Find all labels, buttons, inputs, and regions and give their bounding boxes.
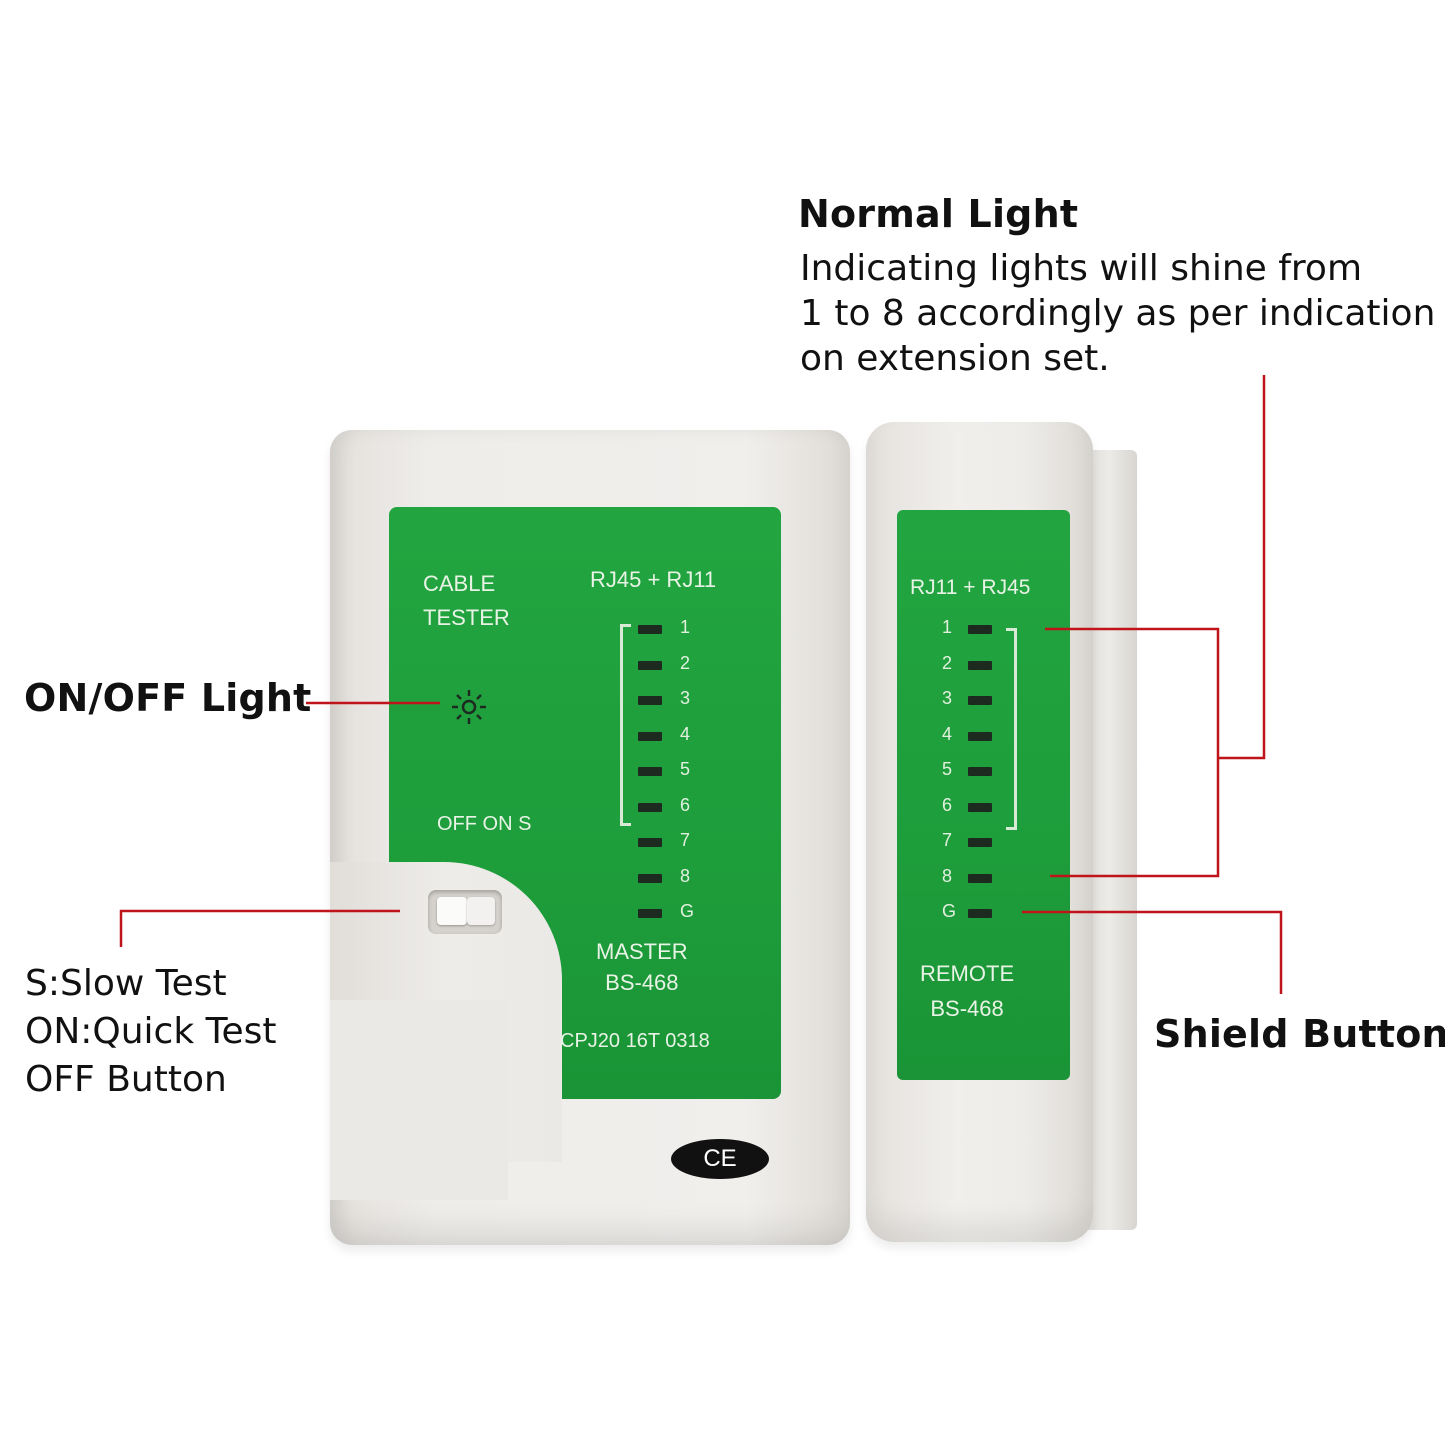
- switch-positions-label: OFF ON S: [437, 813, 532, 835]
- remote-led-G: [968, 909, 992, 918]
- remote-led-1: [968, 625, 992, 634]
- remote-led-label: 1: [942, 617, 953, 637]
- shield-button-pointer: [1022, 910, 1283, 994]
- master-led-label: 6: [680, 794, 691, 815]
- master-led-3: [638, 696, 662, 705]
- normal-light-bracket-line: [1045, 627, 1220, 878]
- remote-led-label: 4: [942, 723, 953, 744]
- switch-pointer: [119, 909, 400, 947]
- master-led-2: [638, 660, 662, 670]
- remote-model-line: BS-468: [930, 996, 1004, 1021]
- remote-led-label: 5: [942, 759, 953, 779]
- master-recess-fill: [330, 1000, 508, 1200]
- master-model-line: BS-468: [605, 970, 679, 995]
- remote-led-label: G: [942, 901, 957, 921]
- remote-led-2: [968, 660, 992, 670]
- remote-led-8: [968, 873, 992, 883]
- tester-label-line: TESTER: [423, 605, 510, 630]
- normal-light-description: Indicating lights will shine from 1 to 8…: [800, 246, 1435, 381]
- master-led-1: [638, 625, 662, 634]
- remote-port-label: RJ11 + RJ45: [910, 576, 1031, 599]
- remote-led-label: 3: [942, 688, 953, 708]
- master-led-label: 1: [680, 617, 691, 637]
- master-led-G: [638, 909, 662, 918]
- master-led-label: 7: [680, 830, 691, 850]
- master-code-label: CPJ20 16T 0318: [560, 1030, 710, 1052]
- normal-light-line: on extension set.: [800, 338, 1110, 379]
- master-led-label: 8: [680, 865, 691, 886]
- remote-led-label: 7: [942, 830, 953, 850]
- remote-name-line: REMOTE: [920, 961, 1015, 986]
- switch-mode-line: ON:Quick Test: [25, 1011, 277, 1052]
- master-led-4: [638, 731, 662, 741]
- mode-switch-knob[interactable]: [437, 897, 467, 925]
- switch-modes-description: S:Slow Test ON:Quick Test OFF Button: [25, 960, 277, 1104]
- remote-model-label: REMOTE BS-468: [920, 956, 1014, 1026]
- switch-mode-line: OFF Button: [25, 1059, 227, 1100]
- master-led-label: G: [680, 901, 695, 921]
- normal-light-pointer: [1218, 375, 1266, 760]
- master-led-6: [638, 802, 662, 812]
- remote-led-4: [968, 731, 992, 741]
- remote-panel: [897, 510, 1070, 1080]
- on-off-light-label: ON/OFF Light: [24, 676, 312, 720]
- remote-led-5: [968, 767, 992, 776]
- master-name-line: MASTER: [596, 939, 688, 964]
- master-led-label: 2: [680, 652, 691, 673]
- remote-led-label: 6: [942, 794, 953, 815]
- master-led-7: [638, 838, 662, 847]
- master-model-label: MASTER BS-468: [596, 936, 688, 998]
- remote-led-7: [968, 838, 992, 847]
- normal-light-title: Normal Light: [798, 192, 1079, 236]
- remote-led-6: [968, 802, 992, 812]
- remote-led-bracket: [1006, 628, 1017, 830]
- master-led-label: 5: [680, 759, 691, 779]
- normal-light-line: Indicating lights will shine from: [800, 248, 1363, 289]
- master-led-5: [638, 767, 662, 776]
- power-light-icon: [452, 690, 486, 724]
- remote-led-label: 8: [942, 865, 953, 886]
- master-led-8: [638, 873, 662, 883]
- remote-led-label: 2: [942, 652, 953, 673]
- cable-label-line: CABLE: [423, 571, 496, 596]
- shield-button-label: Shield Button: [1154, 1012, 1445, 1056]
- master-port-label: RJ45 + RJ11: [590, 567, 717, 592]
- ce-mark-badge: CE: [671, 1139, 769, 1179]
- master-led-label: 3: [680, 688, 691, 708]
- master-led-bracket: [620, 624, 631, 826]
- switch-mode-line: S:Slow Test: [25, 963, 227, 1004]
- remote-led-3: [968, 696, 992, 705]
- mode-switch-slot: [467, 897, 495, 925]
- master-led-label: 4: [680, 723, 691, 744]
- normal-light-line: 1 to 8 accordingly as per indication: [800, 293, 1436, 334]
- cable-tester-label: CABLE TESTER: [423, 567, 510, 635]
